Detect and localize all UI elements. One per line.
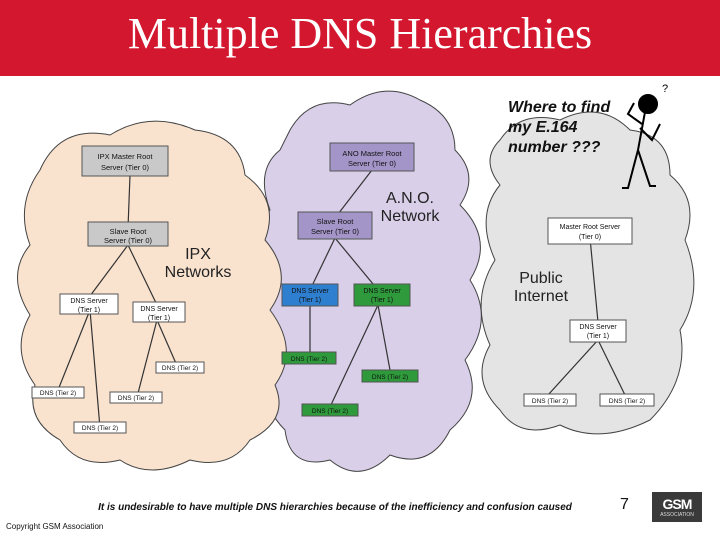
ano-master-root-label-2: Server (Tier 0): [348, 159, 397, 168]
region-label-ano: A.N.O. Network: [380, 190, 440, 225]
ano-dns-tier1-b-label-2: (Tier 1): [371, 297, 393, 304]
ipx-master-root-label-2: Server (Tier 0): [101, 163, 150, 172]
copyright: Copyright GSM Association: [6, 522, 104, 531]
region-label-ipx: IPX Networks: [164, 246, 232, 281]
page-title: Multiple DNS Hierarchies: [127, 9, 593, 58]
ipx-links: [57, 174, 179, 429]
page-number: 7: [620, 496, 629, 513]
ano-dns-tier2-c-label: DNS (Tier 2): [312, 408, 348, 415]
question-mark-icon: ?: [662, 83, 668, 95]
ano-dns-tier2-b-node: DNS (Tier 2): [361, 369, 419, 383]
ano-dns-tier1-b-node: DNS Server (Tier 1): [353, 283, 411, 307]
ano-dns-tier2-b-label: DNS (Tier 2): [372, 374, 408, 381]
inet-master-root-label-1: Master Root Server: [560, 224, 621, 231]
ipx-dns-tier1-a-label-1: DNS Server: [70, 298, 108, 305]
gsm-logo: GSM ASSOCIATION: [652, 492, 702, 522]
ipx-slave-root-label-2: Server (Tier 0): [104, 236, 153, 245]
ano-links: [309, 169, 391, 408]
ipx-dns-tier2-d-label: DNS (Tier 2): [82, 425, 118, 432]
ipx-dns-tier2-a-node: DNS (Tier 2): [155, 361, 205, 374]
inet-master-root-node: Master Root Server (Tier 0): [547, 217, 633, 245]
ipx-dns-tier2-b-node: DNS (Tier 2): [31, 386, 85, 399]
ano-dns-tier2-a-label: DNS (Tier 2): [291, 356, 327, 363]
ipx-slave-root-node: Slave Root Server (Tier 0): [87, 221, 169, 247]
ipx-dns-tier1-a-label-2: (Tier 1): [78, 307, 100, 314]
ano-dns-tier2-c-node: DNS (Tier 2): [301, 403, 359, 417]
ano-slave-root-label-2: Server (Tier 0): [311, 227, 360, 236]
inet-dns-tier1-label-1: DNS Server: [579, 324, 617, 331]
ano-dns-tier1-a-node: DNS Server (Tier 1): [281, 283, 339, 307]
inet-dns-tier1-label-2: (Tier 1): [587, 333, 609, 340]
ipx-dns-tier2-b-label: DNS (Tier 2): [40, 390, 76, 397]
internet-links: [547, 237, 626, 396]
ipx-master-root-label-1: IPX Master Root: [97, 152, 153, 161]
ipx-slave-root-label-1: Slave Root: [110, 227, 148, 236]
inet-dns-tier2-a-label: DNS (Tier 2): [532, 398, 568, 405]
ipx-dns-tier1-a-node: DNS Server (Tier 1): [59, 293, 119, 315]
ipx-dns-tier1-b-label-2: (Tier 1): [148, 315, 170, 322]
gsm-logo-tagline: ASSOCIATION: [660, 512, 694, 518]
inet-dns-tier2-b-node: DNS (Tier 2): [599, 393, 655, 407]
ano-dns-tier1-a-label-1: DNS Server: [291, 288, 329, 295]
dns-hierarchy-diagram: IPX Master Root Server (Tier 0) Slave Ro…: [17, 83, 695, 472]
footer-note: It is undesirable to have multiple DNS h…: [98, 502, 572, 513]
ipx-dns-tier2-c-node: DNS (Tier 2): [109, 391, 163, 404]
inet-dns-tier2-a-node: DNS (Tier 2): [523, 393, 577, 407]
ano-master-root-label-1: ANO Master Root: [342, 149, 402, 158]
internet-cloud: [480, 111, 695, 435]
thinking-person-icon: ?: [622, 83, 668, 189]
ano-slave-root-node: Slave Root Server (Tier 0): [297, 211, 373, 240]
gsm-logo-text: GSM: [662, 496, 693, 512]
ipx-dns-tier2-c-label: DNS (Tier 2): [118, 395, 154, 402]
ano-master-root-node: ANO Master Root Server (Tier 0): [329, 142, 415, 172]
inet-master-root-label-2: (Tier 0): [579, 234, 601, 241]
ipx-master-root-node: IPX Master Root Server (Tier 0): [81, 145, 169, 177]
ipx-dns-tier2-d-node: DNS (Tier 2): [73, 421, 127, 434]
question-text: Where to find my E.164 number ???: [508, 99, 611, 156]
title-bar: Multiple DNS Hierarchies: [0, 0, 720, 76]
ipx-dns-tier2-a-label: DNS (Tier 2): [162, 365, 198, 372]
ano-dns-tier2-a-node: DNS (Tier 2): [281, 351, 337, 365]
ipx-dns-tier1-b-label-1: DNS Server: [140, 306, 178, 313]
region-label-internet: Public Internet: [513, 270, 569, 305]
ano-dns-tier1-a-label-2: (Tier 1): [299, 297, 321, 304]
ano-slave-root-label-1: Slave Root: [317, 217, 355, 226]
inet-dns-tier1-node: DNS Server (Tier 1): [569, 319, 627, 343]
inet-dns-tier2-b-label: DNS (Tier 2): [609, 398, 645, 405]
ipx-dns-tier1-b-node: DNS Server (Tier 1): [132, 301, 186, 323]
ano-dns-tier1-b-label-1: DNS Server: [363, 288, 401, 295]
